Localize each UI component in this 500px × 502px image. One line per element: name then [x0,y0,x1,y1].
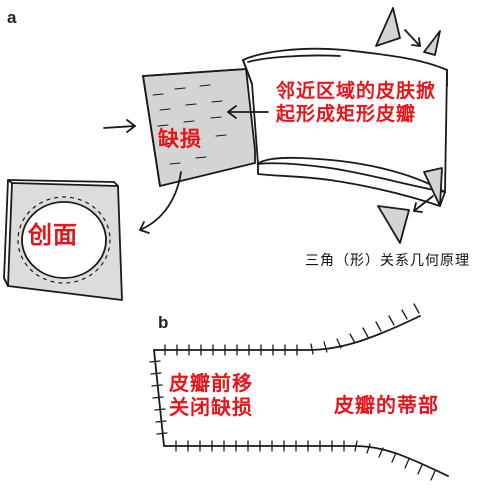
advance-label-line1: 皮瓣前移 [169,371,253,395]
arrow-into-defect [103,119,136,133]
wound-label: 创面 [28,221,78,249]
advance-label: 皮瓣前移 关闭缺损 [169,371,253,420]
defect-label: 缺损 [158,127,202,151]
pedicle-label: 皮瓣的蒂部 [334,393,439,417]
triangle-principle-label: 三角（形）关系几何原理 [305,253,470,269]
defect-area [142,68,256,187]
raised-flap [242,47,448,207]
arrow-bottom-triangle [413,195,434,213]
excised-triangle-top [375,7,401,47]
advance-label-line2: 关闭缺损 [169,395,253,420]
arrow-flap-advance [227,105,269,119]
cone-triangle-lower [423,167,443,207]
panel-a-letter: a [7,8,17,27]
flap-label: 邻近区域的皮肤掀 起形成矩形皮瓣 [276,80,436,126]
arrow-top-triangle [404,29,421,47]
excised-triangle-bottom [377,205,410,244]
panel-b-letter: b [158,313,169,332]
wound-block [3,179,123,301]
advanced-flap-outline [149,303,449,481]
flap-label-line2: 起形成矩形皮瓣 [276,103,417,126]
cone-triangle-upper [423,30,441,56]
flap-label-line1: 邻近区域的皮肤掀 [276,80,437,102]
arrow-to-wound [139,171,182,234]
